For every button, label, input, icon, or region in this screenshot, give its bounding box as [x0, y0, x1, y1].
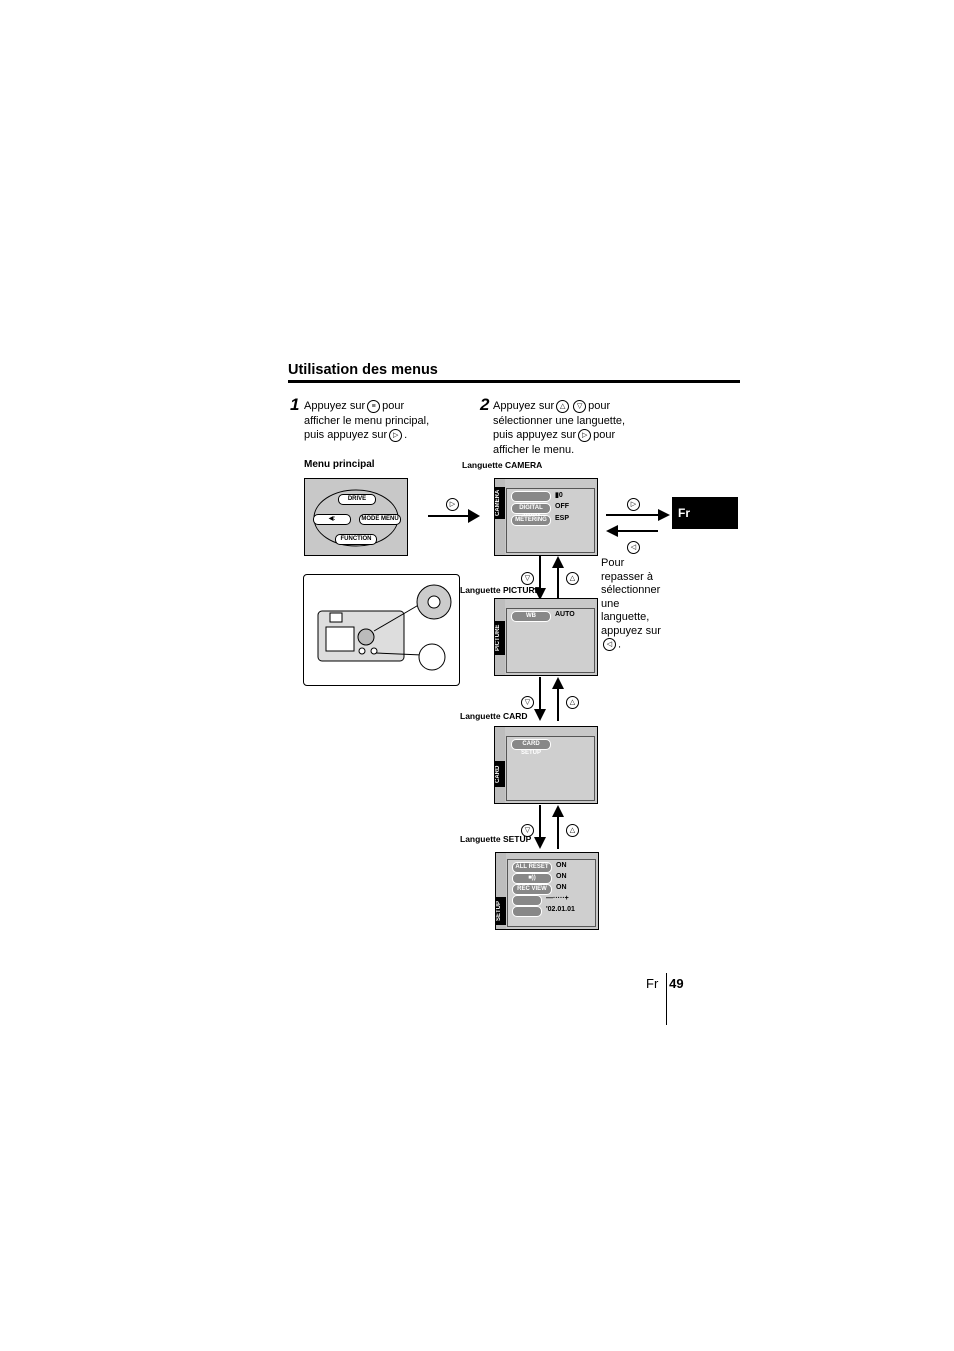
picture-tab: PICTURE: [495, 621, 505, 655]
beep-label: ■)): [512, 873, 552, 884]
language-tab: Fr: [672, 497, 738, 529]
all-reset-value: ON: [556, 862, 567, 869]
main-menu-screen: DRIVE ◀: MODE MENU FUNCTION: [304, 478, 408, 556]
forward-arrow: [428, 509, 480, 523]
right-arrow-key-icon: ▷: [389, 428, 403, 442]
down-key-icon: ▽: [519, 570, 536, 588]
card-tab-screen: CARD CARD SETUP: [494, 726, 598, 804]
setup-tab: SETUP: [496, 897, 506, 925]
camera-tab-label: Languette CAMERA: [462, 460, 543, 470]
digital-zoom-label: DIGITAL ZOOM: [511, 503, 551, 520]
mode-menu-item: MODE MENU: [359, 514, 401, 525]
up-key-icon: △: [564, 822, 581, 840]
back-arrow: [606, 525, 658, 537]
wb-label: WB: [511, 611, 551, 622]
menu-principal-label: Menu principal: [304, 459, 375, 470]
beep-value: ON: [556, 873, 567, 880]
monitor-brightness-label: [512, 895, 542, 906]
page-footer: Fr 49: [646, 976, 684, 991]
card-tab-label: Languette CARD: [460, 711, 528, 721]
rec-view-label: REC VIEW: [512, 884, 552, 895]
title-rule: [288, 380, 740, 383]
step-2-text: Appuyez sur△▽pour sélectionner une langu…: [493, 399, 626, 456]
right-key-icon: ▷: [444, 496, 461, 514]
camera-row-1-label: [511, 491, 551, 502]
function-item: FUNCTION: [335, 534, 377, 545]
up-down-arrows: [534, 556, 564, 600]
forward-arrow: [606, 509, 670, 521]
card-tab: CARD: [495, 761, 505, 787]
picture-tab-label: Languette PICTURE: [460, 585, 541, 595]
camera-tab: CAMERA: [495, 487, 505, 519]
up-arrow-key-icon: △: [556, 399, 570, 413]
wb-value: AUTO: [555, 611, 575, 618]
card-setup-label: CARD SETUP: [511, 739, 551, 756]
step-1-number: 1: [290, 395, 300, 414]
left-key-icon: ◁: [603, 638, 616, 651]
down-arrow-key-icon: ▽: [573, 399, 587, 413]
up-key-icon: △: [564, 694, 581, 712]
monitor-brightness-value: —·····+: [546, 895, 569, 902]
metering-value: ESP: [555, 515, 570, 522]
down-key-icon: ▽: [519, 822, 536, 840]
footer-divider: [666, 973, 667, 1025]
camera-item: ◀:: [313, 514, 351, 525]
digital-zoom-value: OFF: [555, 503, 569, 510]
setup-tab-label: Languette SETUP: [460, 834, 532, 844]
rec-view-value: ON: [556, 884, 567, 891]
section-title: Utilisation des menus: [288, 362, 438, 378]
up-key-icon: △: [564, 570, 581, 588]
menu-button-icon: ≡: [367, 399, 381, 413]
picture-tab-screen: PICTURE WB AUTO: [494, 598, 598, 676]
setup-tab-screen: SETUP ALL RESET ON ■)) ON REC VIEW ON —·…: [495, 852, 599, 930]
metering-label: METERING: [511, 515, 551, 526]
up-down-arrows: [534, 805, 564, 849]
camera-tab-screen: CAMERA ▮0 DIGITAL ZOOM OFF METERING ESP: [494, 478, 598, 556]
date-label: [512, 906, 542, 917]
camera-illustration: [303, 574, 460, 686]
drive-item: DRIVE: [338, 494, 376, 505]
up-down-arrows: [534, 677, 564, 721]
down-key-icon: ▽: [519, 694, 536, 712]
right-arrow-key-icon: ▷: [578, 428, 592, 442]
step-2-number: 2: [480, 395, 490, 414]
date-value: '02.01.01: [546, 906, 575, 913]
all-reset-label: ALL RESET: [512, 862, 552, 873]
return-note: Pour repasser à sélectionner une languet…: [601, 557, 661, 651]
right-key-icon: ▷: [625, 496, 642, 514]
left-key-icon: ◁: [625, 539, 642, 557]
camera-row-1-value: ▮0: [555, 492, 563, 499]
step-1-text: Appuyez sur≡pour afficher le menu princi…: [304, 399, 430, 442]
